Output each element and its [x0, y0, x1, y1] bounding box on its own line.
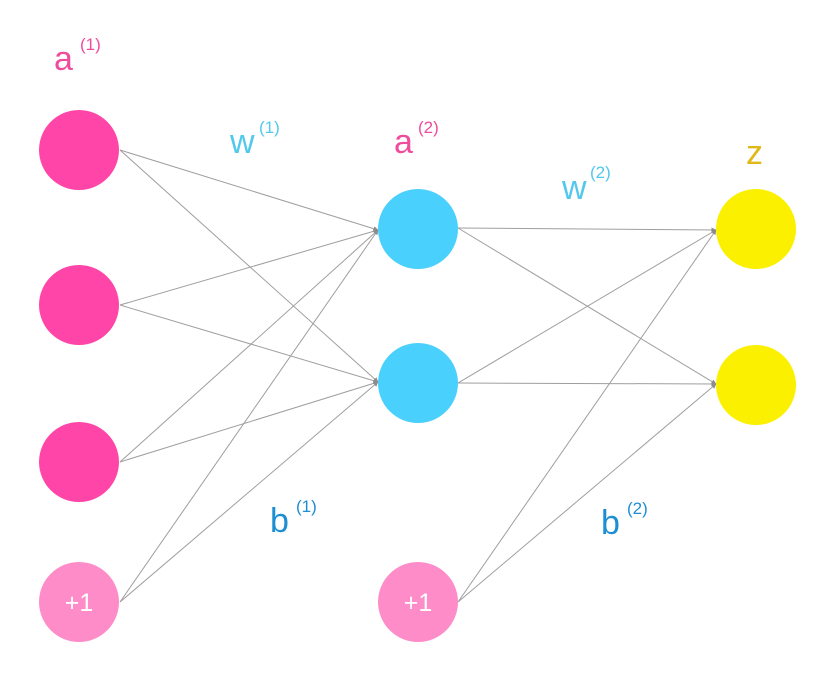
label-w2-sup: (2): [590, 163, 611, 182]
edge-in3-h2: [119, 380, 379, 463]
bias-node-1: [39, 562, 119, 642]
output-node-2: [716, 345, 796, 425]
edge-bias1-h1: [119, 229, 379, 603]
output-node-1: [716, 189, 796, 269]
edges-layer-1: [119, 149, 379, 603]
label-b1-sup: (1): [296, 497, 317, 516]
label-w1-main: w: [229, 123, 255, 161]
label-z-main: z: [746, 134, 763, 172]
label-b1: b (1): [270, 497, 317, 540]
edge-in1-h2: [119, 149, 379, 383]
edge-h2-o1: [457, 229, 717, 384]
input-node-1: [39, 110, 119, 190]
hidden-node-2: [378, 343, 458, 423]
label-b2: b (2): [601, 499, 648, 542]
edge-in3-h1: [119, 229, 379, 463]
edge-bias1-h2: [119, 381, 379, 603]
label-w2: w (2): [561, 163, 611, 207]
bias-node-2: [378, 562, 458, 642]
label-w1: w (1): [229, 118, 280, 161]
label-b2-sup: (2): [627, 499, 648, 518]
edges-layer-2: [457, 227, 717, 603]
label-b2-main: b: [601, 504, 620, 542]
label-w1-sup: (1): [259, 118, 280, 137]
label-w2-main: w: [561, 169, 587, 207]
edge-bias2-o1: [457, 229, 717, 603]
label-a1: a (1): [54, 35, 101, 78]
edge-h1-o1: [457, 227, 717, 233]
edge-bias2-o2: [457, 383, 717, 603]
input-node-3: [39, 422, 119, 502]
label-a1-main: a: [54, 40, 73, 78]
bias-node-1-text: +1: [65, 589, 94, 617]
label-a2: a (2): [394, 118, 439, 161]
label-a2-sup: (2): [418, 118, 439, 137]
edge-in2-h1: [119, 228, 379, 306]
label-z: z: [746, 134, 763, 172]
label-b1-main: b: [270, 502, 289, 540]
bias-node-2-text: +1: [404, 589, 433, 617]
edge-in2-h2: [119, 304, 379, 384]
label-a1-sup: (1): [80, 35, 101, 54]
edge-in1-h1: [119, 149, 379, 232]
input-node-2: [39, 265, 119, 345]
label-a2-main: a: [394, 123, 413, 161]
hidden-node-1: [378, 189, 458, 269]
edge-h2-o2: [457, 381, 717, 387]
